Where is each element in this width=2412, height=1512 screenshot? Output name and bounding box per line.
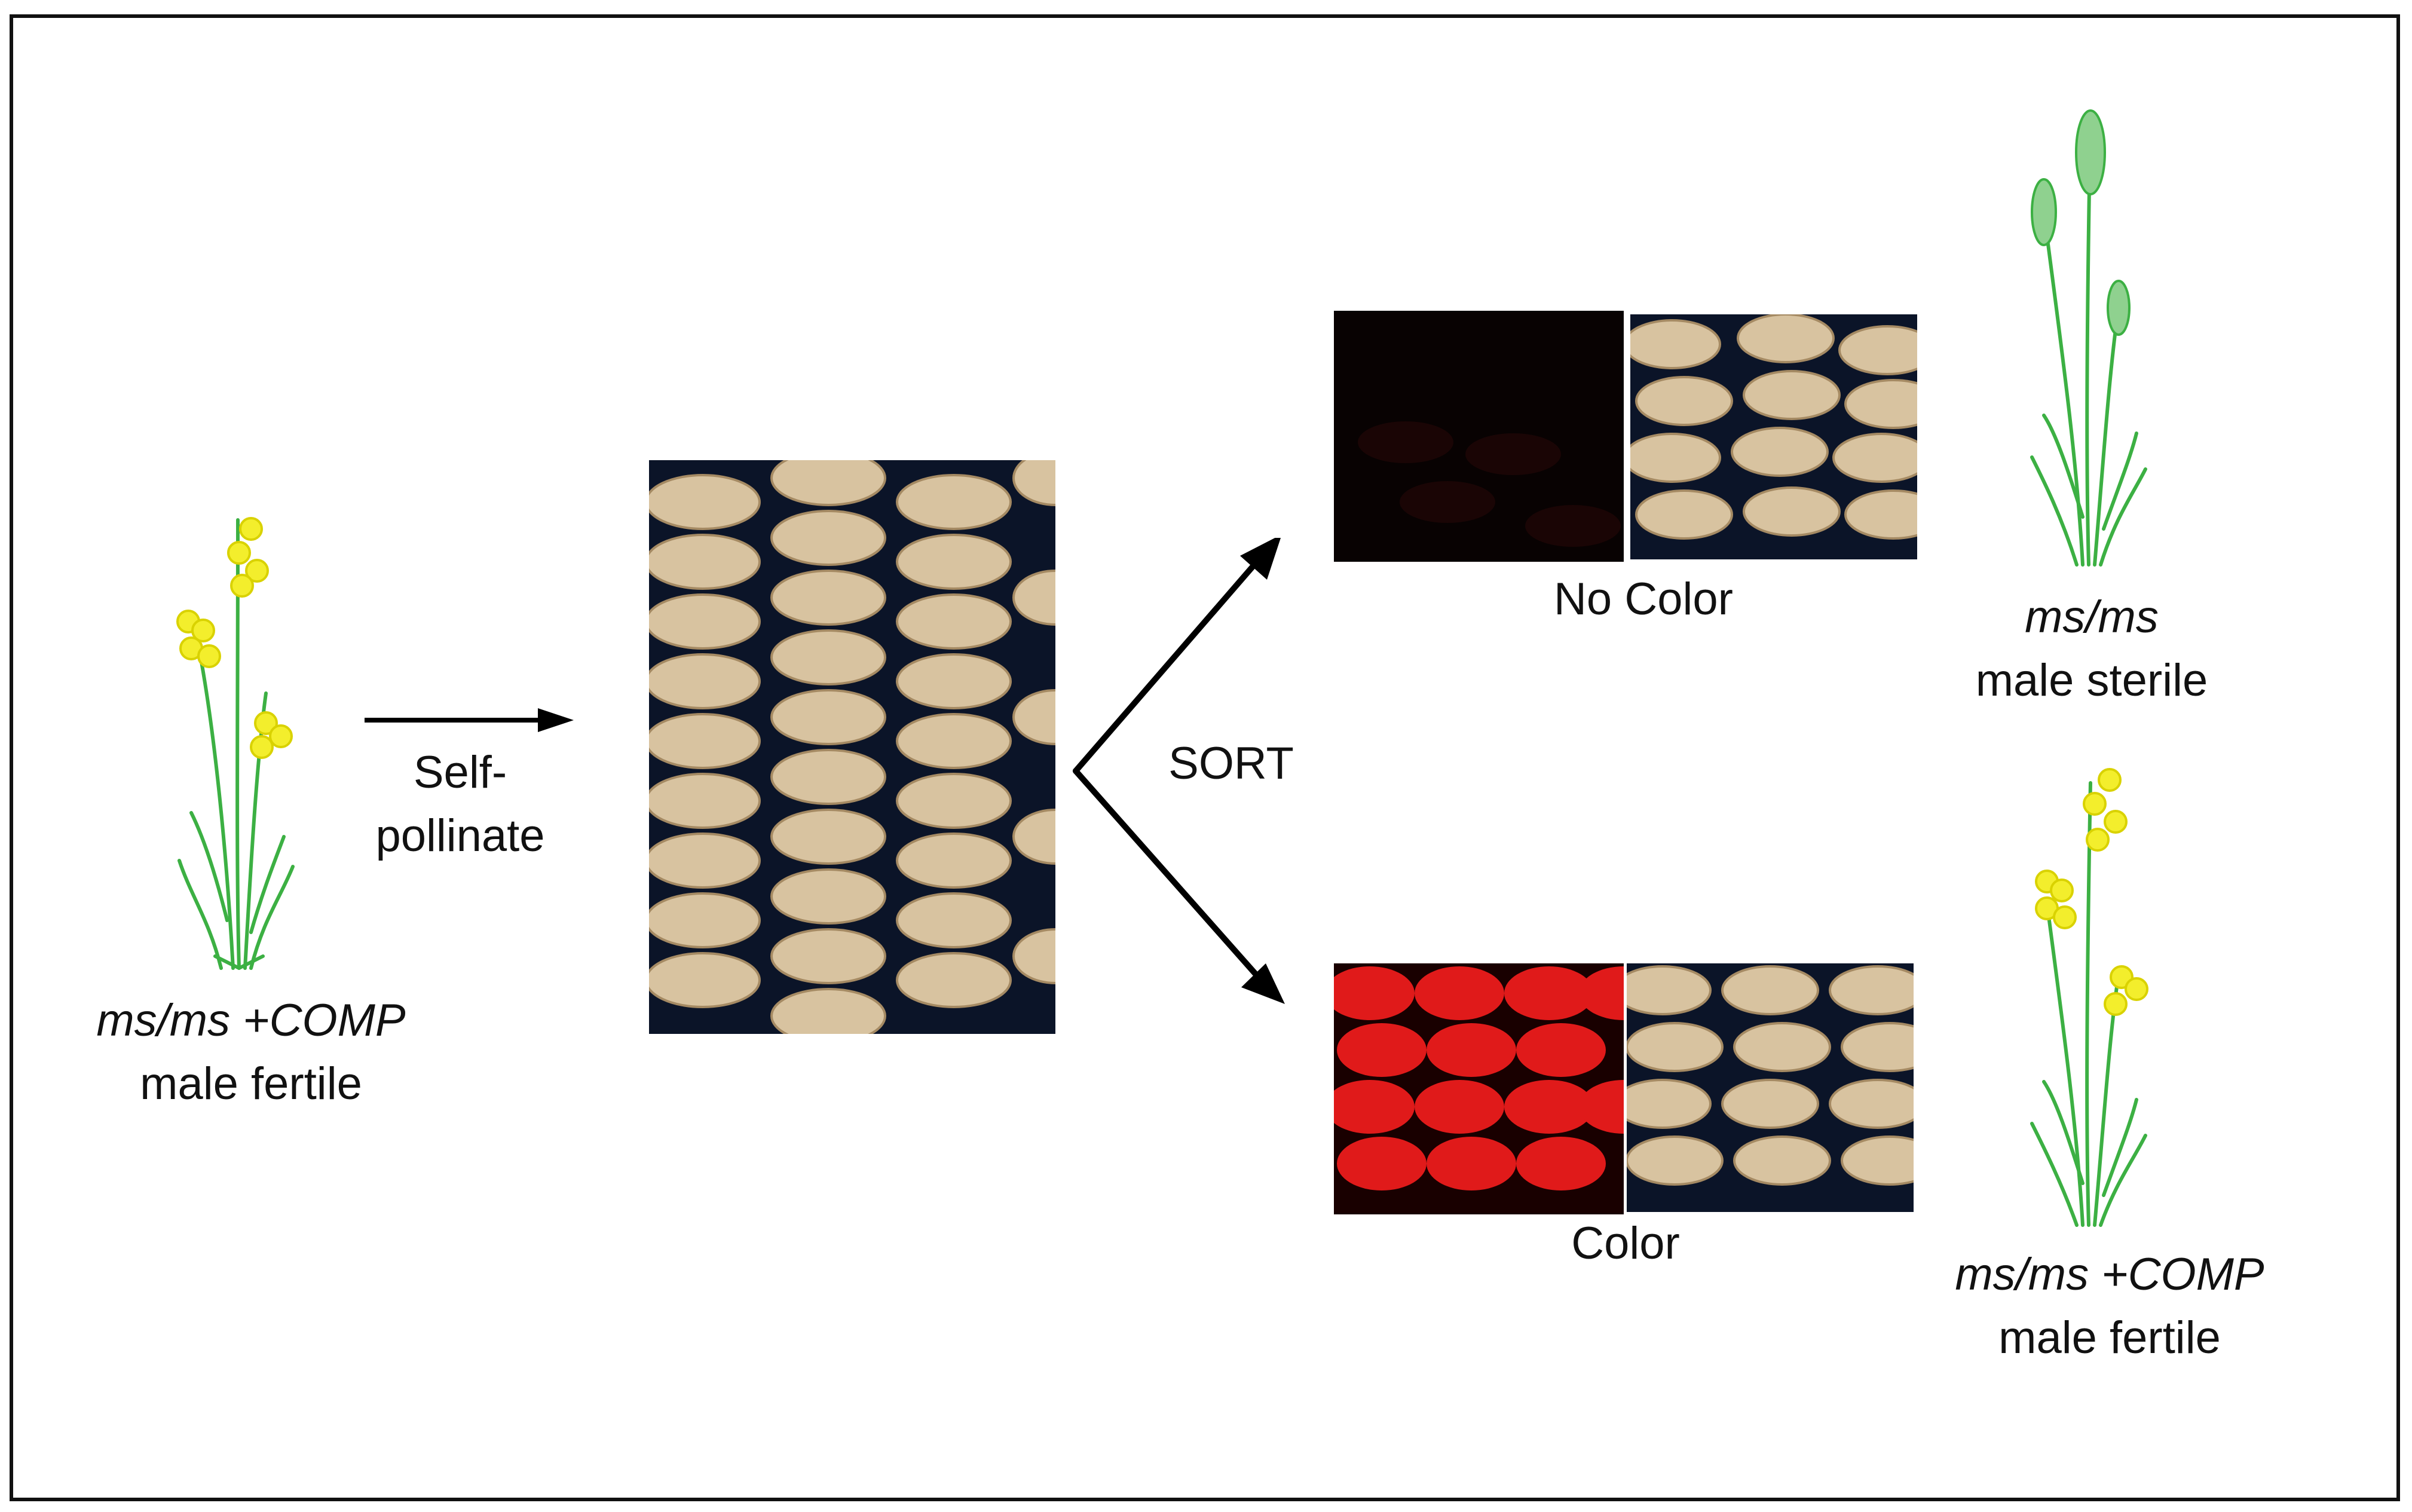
sterile-plant [2020, 99, 2157, 571]
sterile-genotype: ms/ms [1924, 586, 2259, 649]
fertile-marker: +COMP [2101, 1249, 2264, 1300]
self-pollinate-line1: Self- [359, 741, 562, 804]
fertile-plant-label: ms/ms +COMP male fertile [1900, 1243, 2319, 1370]
self-pollinate-line2: pollinate [359, 804, 562, 868]
left-marker: +COMP [243, 995, 405, 1046]
no-color-grain-photo [1630, 314, 1917, 559]
flowering-plant-left [161, 502, 305, 980]
flowering-plant-right [2020, 765, 2157, 1231]
color-grain-photo [1627, 963, 1914, 1212]
sterile-plant-label: ms/ms male sterile [1924, 586, 2259, 712]
left-plant-label: ms/ms +COMP male fertile [66, 989, 436, 1116]
grain-photo-mixed [649, 460, 1055, 1034]
sterile-phenotype: male sterile [1924, 649, 2259, 712]
sort-label: SORT [1141, 732, 1321, 795]
fertile-genotype: ms/ms [1955, 1249, 2089, 1300]
fertile-phenotype: male fertile [1900, 1306, 2319, 1370]
self-pollinate-label: Self- pollinate [359, 741, 562, 868]
no-color-label: No Color [1482, 568, 1805, 631]
left-phenotype: male fertile [66, 1052, 436, 1116]
no-fluorescence-image [1334, 311, 1624, 562]
right-arrow [365, 705, 580, 735]
color-label: Color [1470, 1212, 1781, 1275]
fluorescence-image [1334, 963, 1624, 1214]
left-genotype: ms/ms [96, 995, 230, 1046]
